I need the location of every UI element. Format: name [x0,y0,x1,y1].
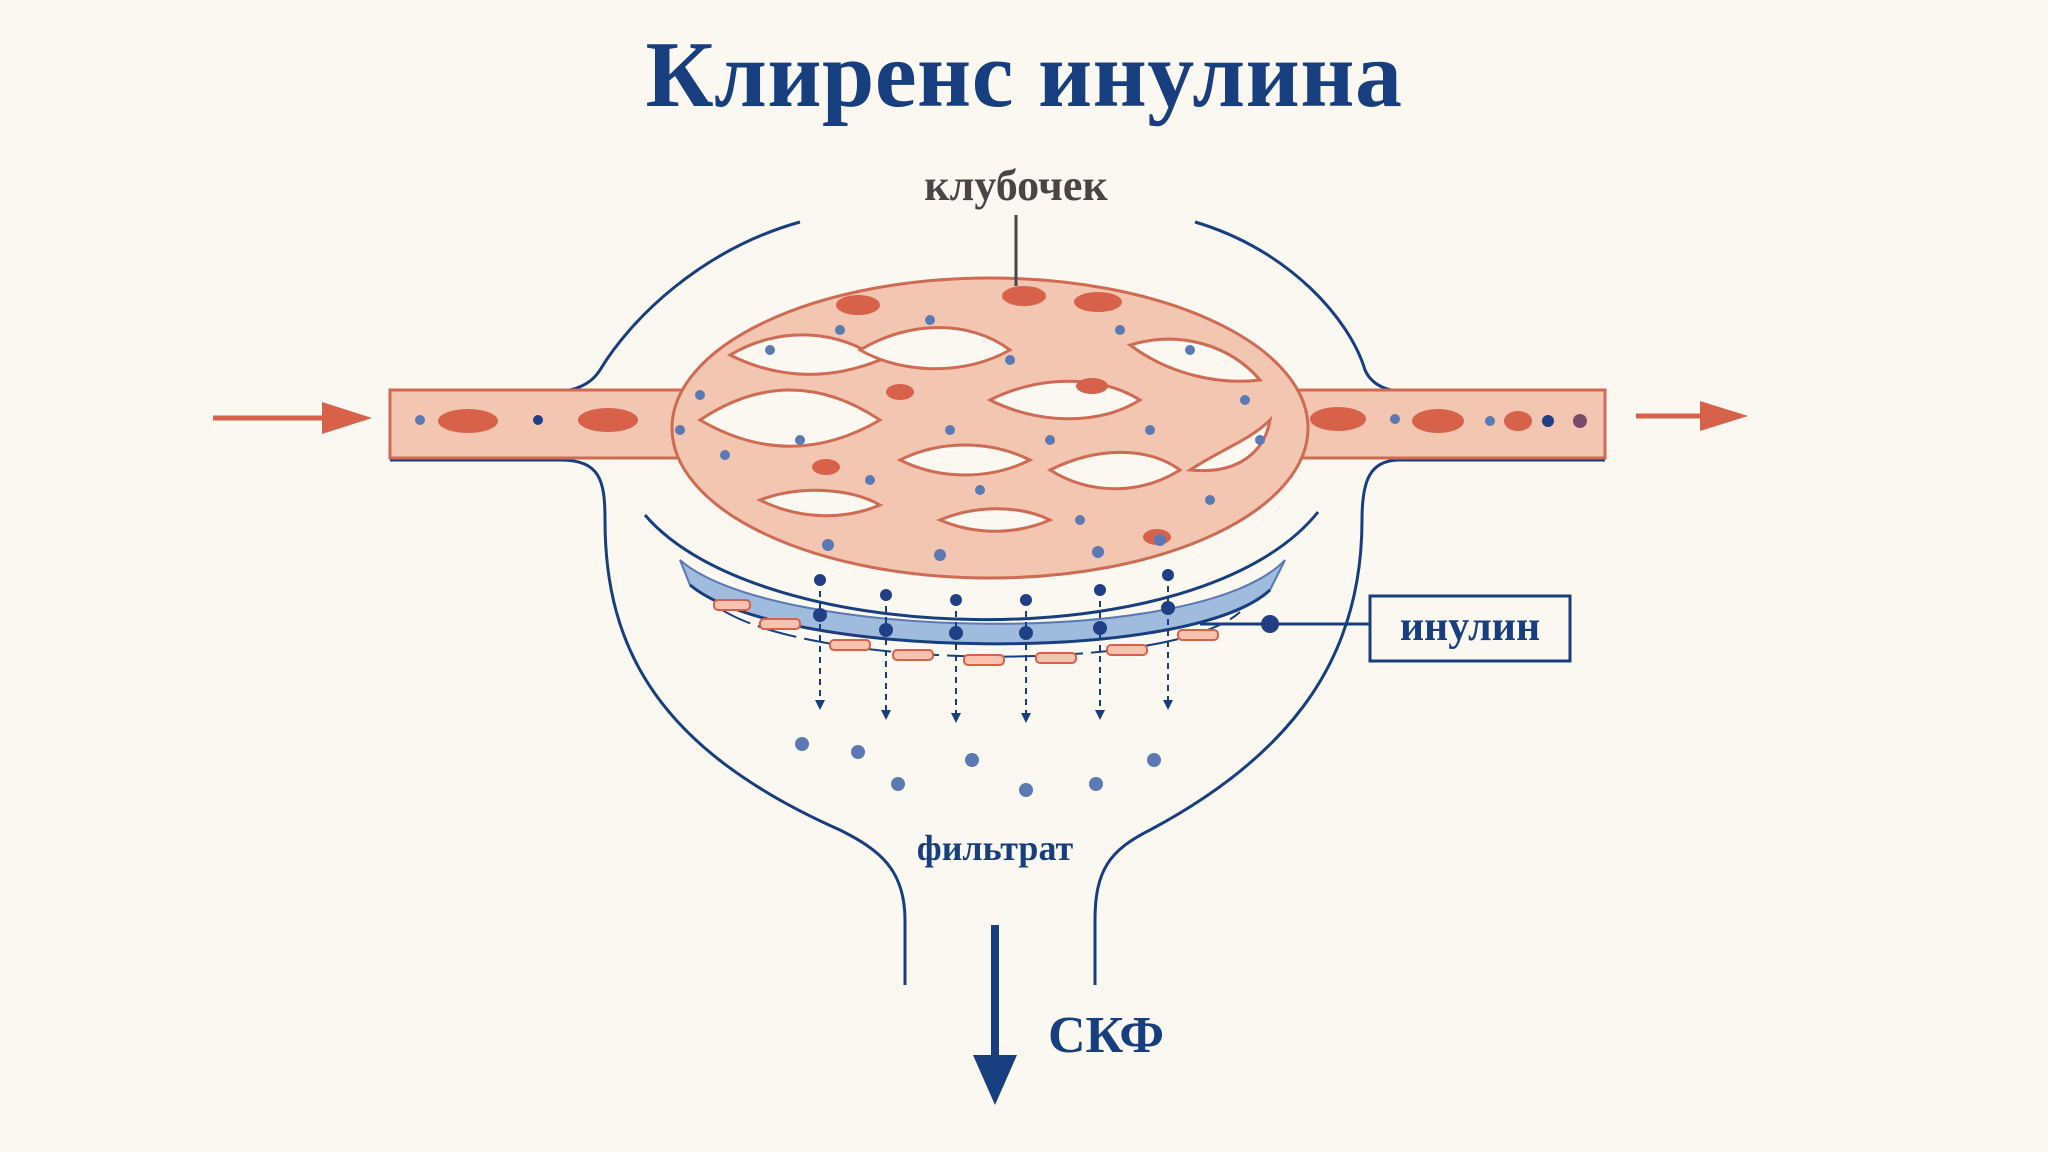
glomerulus-label: клубочек [924,161,1108,210]
filtrate-label: фильтрат [917,828,1074,868]
inulin-callout: инулин [1200,594,1572,663]
afferent-arteriole [388,388,712,460]
inulin-label: инулин [1400,604,1540,650]
arrow-down-icon [973,925,1017,1105]
arrow-right-icon [1636,401,1748,431]
filtration-paths [813,534,1175,723]
filtrate-inulin [795,737,1161,797]
red-blood-cells [438,286,1532,545]
inulin-label-box [1368,594,1572,663]
glomerulus-tuft [670,276,1310,580]
gfr-label: СКФ [1048,1007,1164,1064]
bowman-capsule [390,220,1605,985]
arrow-right-icon [213,402,372,434]
page-title: Клиренс инулина [645,23,1403,127]
inulin-in-blood [415,315,1587,525]
endothelial-cells [713,599,1219,666]
